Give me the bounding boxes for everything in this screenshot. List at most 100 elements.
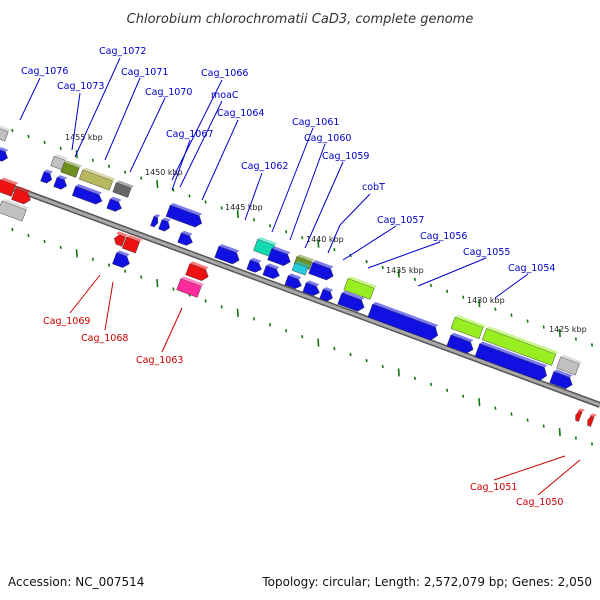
scale-tick [494, 406, 497, 410]
feature-red-2 [11, 186, 31, 205]
scale-tick [107, 164, 111, 168]
gene-label-cag-1067: Cag_1067 [166, 129, 213, 140]
scale-tick [301, 236, 304, 240]
feature-blue-10 [267, 246, 291, 266]
scale-tick [124, 170, 127, 174]
scale-tick [156, 279, 159, 288]
feature-cag-1051 [575, 408, 585, 422]
scale-tick [446, 289, 449, 293]
gene-label-cag-1055: Cag_1055 [463, 247, 510, 258]
scale-tick [429, 283, 433, 288]
feature-cag-1055-cds [367, 301, 439, 341]
feature-blue-0 [0, 147, 9, 162]
accession-text: Accession: NC_007514 [8, 575, 144, 589]
gene-label-cag-1064: Cag_1064 [217, 108, 264, 119]
map-title: Chlorobium chlorochromatii CaD3, complet… [127, 12, 474, 27]
scale-tick [236, 209, 239, 218]
scale-tick [526, 418, 529, 422]
scale-tick [75, 249, 78, 258]
scale-tick [285, 329, 288, 333]
gene-label-moac: moaC [211, 90, 239, 101]
feature-blue-1 [40, 169, 54, 184]
scale-tick [172, 188, 175, 192]
scale-tick [446, 388, 449, 392]
scale-tick [27, 233, 30, 238]
gene-label-cag-1071: Cag_1071 [121, 67, 168, 78]
gene-label-cag-1061: Cag_1061 [292, 117, 339, 128]
scale-tick [317, 338, 320, 347]
gene-label-cag-1051: Cag_1051 [470, 482, 517, 493]
scale-tick [11, 227, 14, 232]
scale-tick [590, 343, 594, 347]
gene-label-cag-1063: Cag_1063 [136, 355, 183, 366]
feature-blue-12 [302, 280, 320, 296]
gene-labels-reverse: Cag_1069 Cag_1068 Cag_1063 Cag_1051 Cag_… [43, 316, 563, 508]
feature-cag-1076 [0, 124, 12, 142]
feature-blue-4 [106, 196, 122, 212]
scale-tick [429, 382, 433, 387]
gene-label-cag-1050: Cag_1050 [516, 497, 563, 508]
tick-label-1430: 1430 kbp [467, 296, 505, 305]
feature-blue-8 [246, 257, 262, 273]
scale-tick [91, 158, 94, 162]
feature-tracks [0, 124, 597, 427]
scale-tick [188, 194, 191, 198]
scale-tick [140, 176, 143, 180]
gene-label-cag-1066: Cag_1066 [201, 68, 248, 79]
feature-blue-rev-1 [112, 250, 130, 268]
gene-label-cag-1057: Cag_1057 [377, 215, 424, 226]
feature-blue-11 [284, 273, 302, 289]
gene-label-cag-1068: Cag_1068 [81, 333, 128, 344]
tick-label-1425: 1425 kbp [549, 325, 587, 334]
scale-tick [11, 128, 14, 133]
scale-tick [172, 287, 175, 291]
gene-label-cag-1070: Cag_1070 [145, 87, 192, 98]
scale-tick [462, 295, 465, 299]
scale-tick [558, 427, 561, 437]
feature-cag-1064 [214, 244, 240, 265]
feature-blue-16 [549, 369, 573, 389]
feature-red-rev [185, 261, 209, 281]
inner-scale-track [11, 227, 594, 446]
feature-gray-left [0, 198, 30, 222]
scale-tick [542, 325, 545, 329]
feature-cag-1056 [450, 315, 487, 340]
scale-tick [268, 224, 272, 228]
scale-tick [236, 308, 239, 317]
feature-cag-1059 [308, 260, 334, 281]
scale-tick [494, 307, 497, 311]
scale-tick [252, 317, 255, 321]
feature-blue-13 [319, 287, 334, 302]
scale-tick [365, 358, 368, 363]
scale-tick [558, 328, 561, 338]
gene-label-cag-1073: Cag_1073 [57, 81, 104, 92]
scale-tick [59, 245, 62, 250]
gene-label-cag-1059: Cag_1059 [322, 151, 369, 162]
callout-lines [19, 57, 581, 496]
feature-cag-1050 [587, 413, 597, 427]
scale-tick [574, 337, 577, 341]
tick-label-1445: 1445 kbp [225, 203, 263, 212]
gene-label-cag-1069: Cag_1069 [43, 316, 90, 327]
outer-scale-track [11, 128, 594, 347]
feature-blue-9 [262, 263, 280, 279]
scale-tick [301, 335, 304, 339]
feature-cag-1055 [481, 326, 559, 366]
feature-blue-7 [177, 230, 193, 246]
feature-blue-6 [158, 217, 172, 232]
scale-tick [574, 436, 577, 440]
scale-tick [590, 442, 594, 446]
genome-backbone [0, 180, 600, 408]
scale-tick [526, 319, 529, 323]
gene-label-cag-1060: Cag_1060 [304, 133, 351, 144]
tick-label-1440: 1440 kbp [306, 235, 344, 244]
scale-tick [542, 424, 545, 428]
scale-tick [317, 239, 320, 248]
scale-tick [381, 265, 384, 270]
tick-label-1450: 1450 kbp [145, 168, 183, 177]
scale-tick [107, 263, 111, 267]
scale-tick [220, 305, 223, 309]
feature-cag-1070 [112, 180, 135, 198]
scale-tick [397, 269, 400, 278]
scale-tick [397, 368, 400, 377]
